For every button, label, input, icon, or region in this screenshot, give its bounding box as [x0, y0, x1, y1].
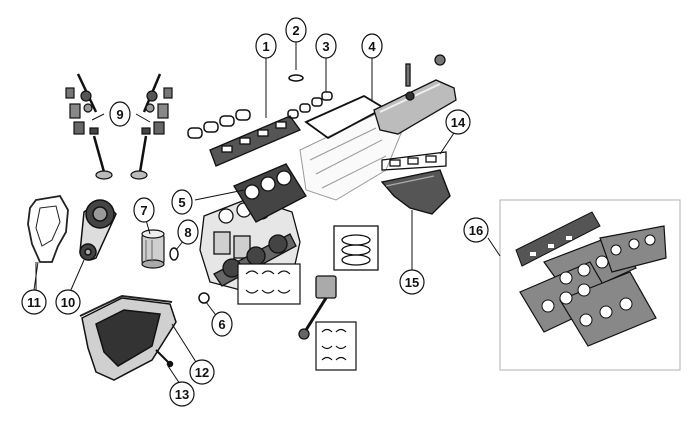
callout-14: 14: [445, 109, 471, 135]
callout-16: 16: [463, 217, 489, 243]
callout-5: 5: [171, 189, 193, 215]
svg-text:13: 13: [175, 387, 189, 402]
callout-4: 4: [361, 33, 383, 59]
svg-text:4: 4: [368, 39, 376, 54]
svg-text:14: 14: [451, 115, 466, 130]
main-bearings-icon: [237, 263, 301, 305]
svg-text:2: 2: [292, 23, 299, 38]
callout-3: 3: [315, 33, 337, 59]
callout-1: 1: [255, 33, 277, 59]
rear-main-seal-icon: [198, 292, 210, 304]
svg-text:7: 7: [140, 203, 147, 218]
callout-6: 6: [211, 311, 233, 337]
piston-rings-icon: [333, 225, 379, 271]
piston-icon: [298, 275, 337, 340]
svg-text:5: 5: [178, 195, 185, 210]
intake-port-gaskets-icon: [187, 74, 333, 139]
svg-text:9: 9: [116, 107, 123, 122]
head-gasket-icon: [233, 163, 307, 223]
callout-15: 15: [399, 269, 425, 295]
svg-text:1: 1: [262, 39, 269, 54]
gasket-kit-icon: [499, 199, 681, 371]
exhaust-manifold-icon: [380, 169, 451, 215]
crankshaft-icon: [213, 233, 297, 287]
svg-text:3: 3: [322, 39, 329, 54]
timing-chain-icon: [79, 199, 117, 261]
callout-2: 2: [285, 17, 307, 43]
rod-bearings-icon: [315, 321, 357, 371]
callout-10: 10: [55, 289, 81, 315]
svg-text:11: 11: [27, 295, 41, 310]
callout-7: 7: [133, 197, 155, 223]
svg-text:16: 16: [469, 223, 483, 238]
callout-13: 13: [169, 381, 195, 407]
callout-9: 9: [109, 101, 131, 127]
svg-text:15: 15: [405, 275, 419, 290]
timing-cover-gasket-icon: [27, 195, 69, 291]
oil-filter-icon: [141, 229, 165, 269]
intake-gasket-icon: [209, 115, 301, 167]
callout-12: 12: [189, 359, 215, 385]
svg-text:6: 6: [218, 317, 225, 332]
svg-text:12: 12: [195, 365, 209, 380]
svg-text:10: 10: [61, 295, 75, 310]
callout-8: 8: [177, 219, 199, 245]
valve-cover-icon: [373, 54, 457, 135]
callout-11: 11: [21, 289, 47, 315]
exhaust-gasket-icon: [381, 151, 447, 171]
svg-text:8: 8: [184, 225, 191, 240]
oil-pan-icon: [79, 294, 177, 381]
valve-train-icon: [65, 73, 173, 180]
o-ring-icon: [169, 247, 179, 261]
